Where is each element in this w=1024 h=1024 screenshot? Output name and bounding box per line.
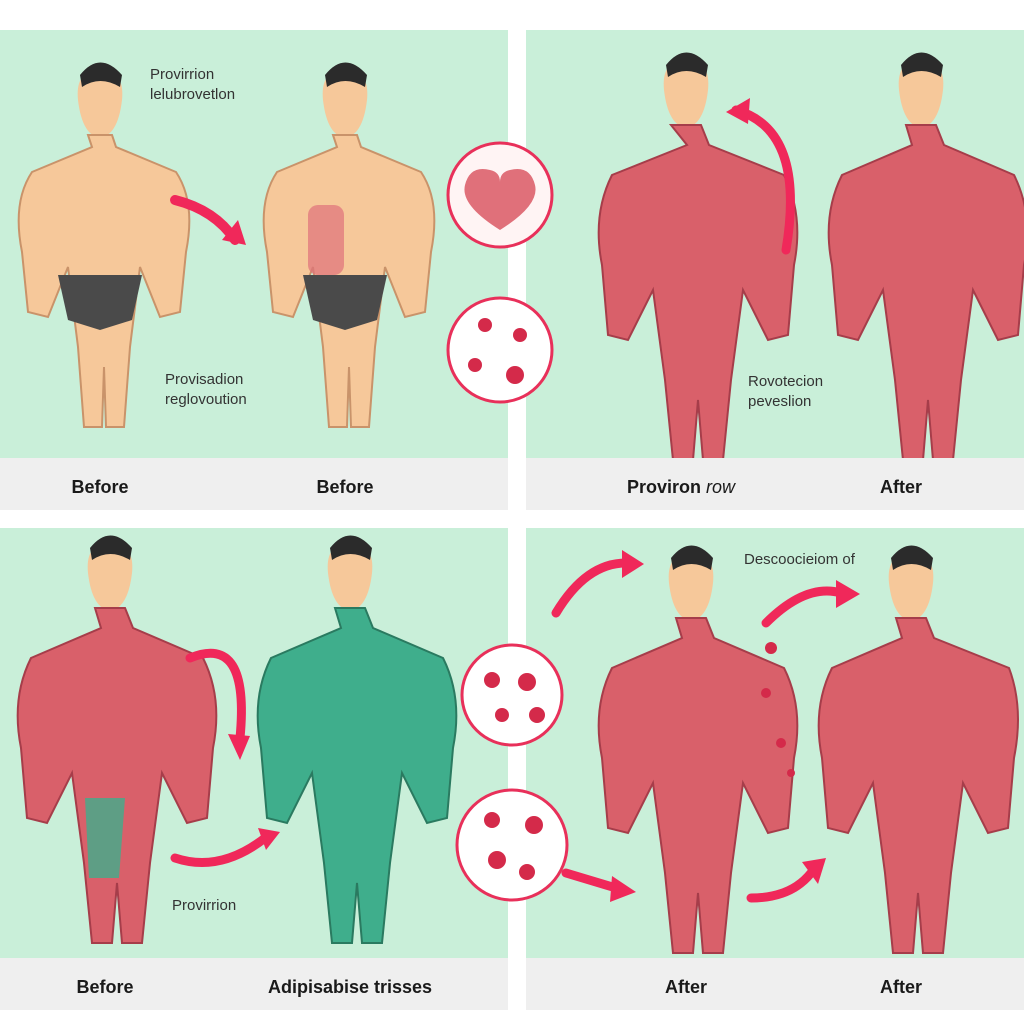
arrow-icon: [170, 833, 270, 867]
caption-proviron: Proviron row: [626, 477, 736, 497]
panel-bottom-left: Provirrion Before Adipisabise trisses: [0, 528, 508, 1010]
caption-before-2: Before: [316, 477, 374, 497]
arrow-icon: [746, 868, 816, 903]
figures-before-skin: [17, 62, 436, 428]
circle-cells-icon: [446, 296, 554, 404]
muscle-figure-3: [597, 545, 799, 954]
caption-before-3: Before: [76, 977, 134, 997]
caption-adipose: Adipisabise trisses: [267, 977, 433, 997]
caption-bar: After After: [526, 958, 1024, 1010]
figures-after-muscle: [597, 52, 1024, 461]
panel-top-left: Provirrion lelubrovetlon Provisadion reg…: [0, 30, 508, 510]
muscle-figure-green: [256, 535, 458, 944]
arrow-icon: [561, 868, 621, 893]
figures-mixed: [16, 535, 458, 944]
panel-top-right: Rovotecion peveslion Proviron row After: [526, 30, 1024, 510]
arrow-icon: [185, 648, 246, 743]
caption-after-2: After: [879, 977, 922, 997]
caption-after: After: [879, 477, 922, 497]
muscle-figure-4: [817, 545, 1019, 954]
human-figure-before-1: [17, 62, 191, 428]
heart-tissue-icon: [446, 141, 554, 249]
note-effect: Rovotecion peveslion: [748, 373, 824, 410]
caption-bar: Before Adipisabise trisses: [0, 958, 508, 1010]
arrow-icon: [761, 586, 846, 628]
arrow-icon: [731, 105, 795, 255]
muscle-figure-2: [827, 52, 1024, 461]
cell-circles-bottom: [455, 643, 569, 902]
arrow-icon: [551, 558, 631, 618]
caption-after-1: After: [664, 977, 707, 997]
figures-after-final: [551, 545, 1019, 954]
note-description: Descoocieiom of: [744, 551, 855, 568]
caption-bar: Before Before: [0, 458, 508, 510]
muscle-figure-red: [16, 535, 218, 944]
circle-cells-icon: [455, 788, 569, 902]
tissue-circles: [446, 141, 554, 404]
note-top-1: Provirrion lelubrovetlon: [150, 66, 236, 103]
caption-before-1: Before: [71, 477, 129, 497]
circle-cells-icon: [460, 643, 564, 747]
caption-bar: Proviron row After: [526, 458, 1024, 510]
human-figure-before-2: [262, 62, 436, 428]
note-top-2: Provisadion reglovoution: [165, 371, 247, 408]
panel-bottom-right: Descoocieiom of After After: [526, 528, 1024, 1010]
note-bottom: Provirrion: [172, 897, 237, 914]
muscle-figure-1: [597, 52, 799, 461]
